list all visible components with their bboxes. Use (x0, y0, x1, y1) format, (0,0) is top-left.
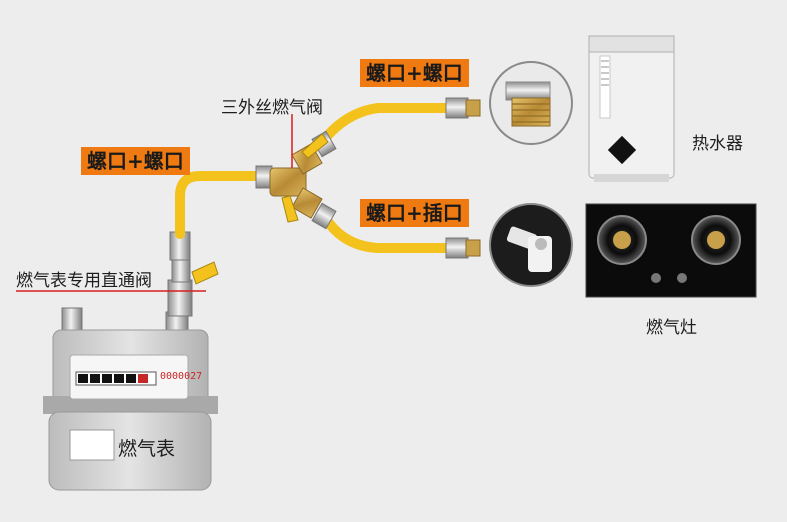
tag-left-fitting: 螺口+螺口 (81, 147, 190, 175)
label-water-heater: 热水器 (692, 134, 743, 154)
inset-plug-fitting (489, 203, 573, 287)
hose-to-water-heater (317, 103, 453, 147)
inset-thread-fitting (489, 61, 573, 145)
hoses (175, 103, 453, 253)
gas-stove (585, 203, 757, 298)
label-three-way-valve: 三外丝燃气阀 (221, 98, 323, 118)
meter-straight-valve (167, 231, 219, 317)
meter-reading: 0000027 (160, 371, 203, 382)
tag-bottom-right-fitting: 螺口+插口 (360, 199, 469, 227)
three-way-valve (269, 133, 329, 223)
label-gas-stove: 燃气灶 (646, 318, 697, 338)
label-meter-valve: 燃气表专用直通阀 (16, 271, 152, 291)
gas-meter (43, 307, 218, 491)
water-heater (588, 35, 675, 182)
hose-meter-to-valve (175, 171, 267, 239)
meter-digits (78, 374, 148, 383)
label-gas-meter: 燃气表 (118, 438, 176, 460)
tag-top-right-fitting: 螺口+螺口 (360, 59, 469, 87)
